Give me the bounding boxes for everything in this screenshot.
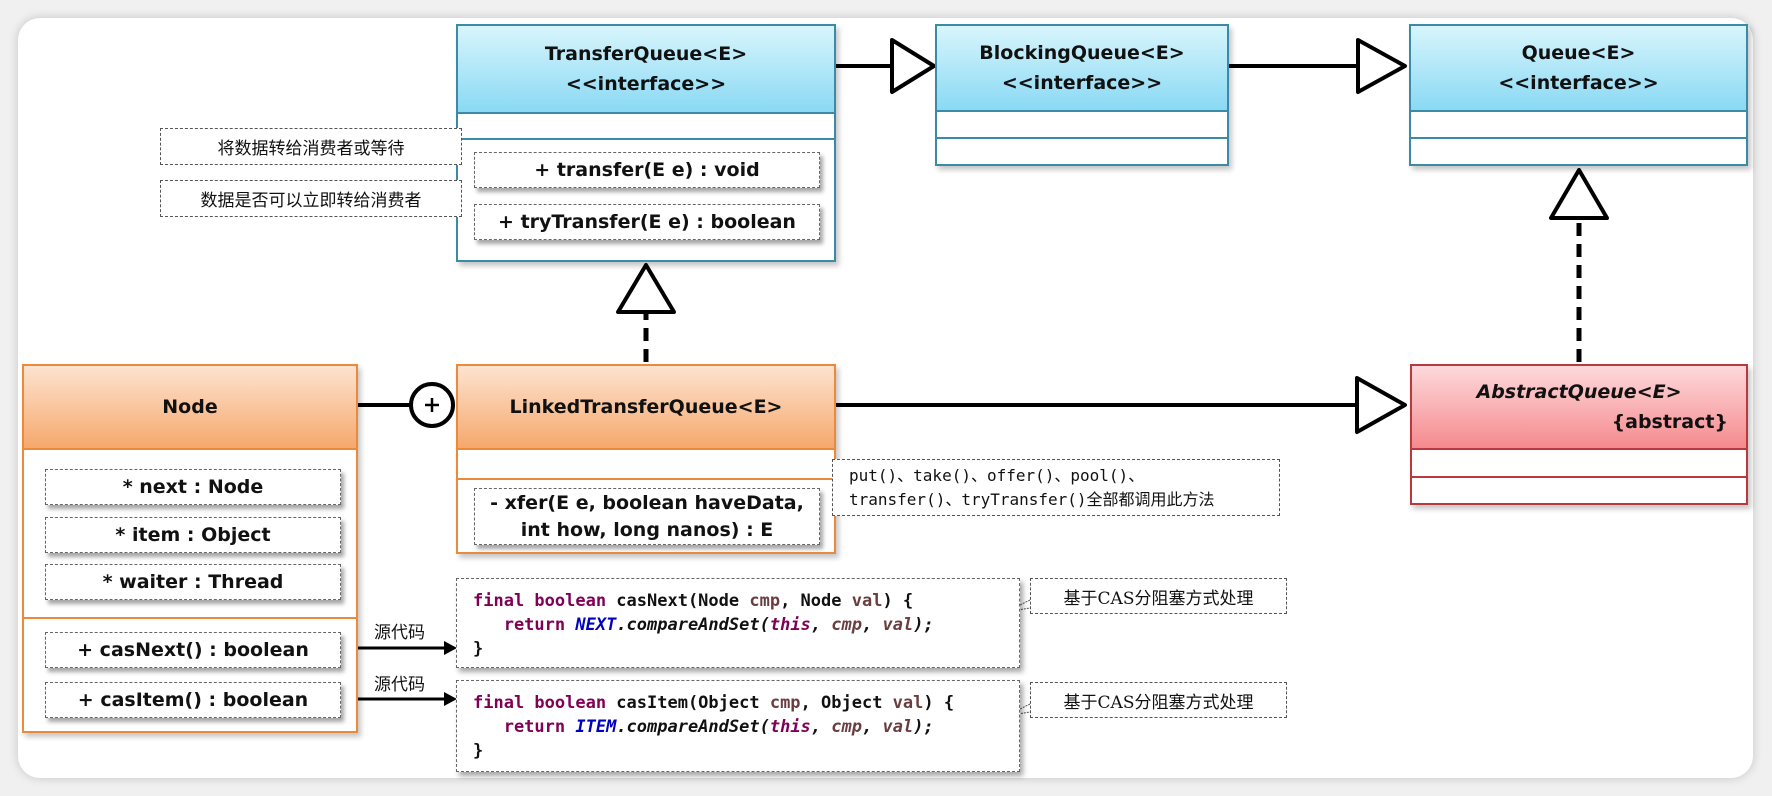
class-stereotype: {abstract} (1611, 411, 1728, 433)
code-this: this (769, 717, 811, 737)
note-xfer-line2: transfer()、tryTransfer()全部都调用此方法 (849, 489, 1215, 509)
note-transfer: 将数据转给消费者或等待 (160, 128, 462, 165)
note-cas-item: 基于CAS分阻塞方式处理 (1030, 682, 1287, 718)
code-var: cmp (769, 693, 801, 713)
class-name: TransferQueue<E> (544, 43, 748, 65)
attribute-next[interactable]: * next : Node (45, 469, 341, 505)
code-keyword: return (473, 717, 576, 737)
class-linked-transfer-queue[interactable]: LinkedTransferQueue<E> - xfer(E e, boole… (456, 364, 836, 554)
compartment-divider (937, 137, 1227, 139)
code-var: val (882, 615, 914, 635)
class-name: Node (162, 396, 218, 418)
class-transfer-queue[interactable]: TransferQueue<E> <<interface>> + transfe… (456, 24, 836, 262)
method-cas-next[interactable]: + casNext() : boolean (45, 632, 341, 668)
code-keyword: final boolean (473, 693, 607, 713)
code-text: ) { (882, 591, 914, 611)
note-xfer-line1: put()、take()、offer()、pool()、 (849, 465, 1145, 485)
code-text: ); (913, 717, 934, 737)
source-code-label-cas-next[interactable]: 源代码 (374, 623, 425, 643)
class-name: LinkedTransferQueue<E> (509, 396, 783, 418)
code-var: val (882, 717, 914, 737)
method-cas-item[interactable]: + casItem() : boolean (45, 682, 341, 718)
class-stereotype: <<interface>> (1001, 72, 1163, 94)
class-name: BlockingQueue<E> (979, 42, 1185, 64)
code-text: ) { (923, 693, 955, 713)
code-text: ); (913, 615, 934, 635)
compartment-divider (458, 138, 834, 140)
class-stereotype: <<interface>> (565, 73, 727, 95)
class-stereotype: <<interface>> (1498, 72, 1659, 94)
code-text: , (810, 717, 832, 737)
code-close: } (473, 639, 484, 659)
class-name: Queue<E> (1521, 42, 1636, 64)
source-code-label-cas-item[interactable]: 源代码 (374, 675, 425, 695)
method-xfer-line1: - xfer(E e, boolean haveData, (490, 491, 804, 514)
method-transfer[interactable]: + transfer(E e) : void (474, 152, 820, 188)
code-text: , (810, 615, 832, 635)
class-header: AbstractQueue<E> {abstract} (1412, 366, 1746, 450)
compartment-divider (1412, 476, 1746, 478)
code-var: cmp (749, 591, 781, 611)
code-call: .compareAndSet( (616, 717, 770, 737)
class-blocking-queue[interactable]: BlockingQueue<E> <<interface>> (935, 24, 1229, 166)
code-close: } (473, 741, 484, 761)
code-var: val (892, 693, 924, 713)
compartment-divider (24, 617, 356, 619)
code-var: val (851, 591, 883, 611)
class-header: TransferQueue<E> <<interface>> (458, 26, 834, 114)
code-constant: ITEM (575, 717, 617, 737)
code-keyword: return (473, 615, 576, 635)
attribute-item[interactable]: * item : Object (45, 517, 341, 553)
class-header: Node (24, 366, 356, 450)
class-queue[interactable]: Queue<E> <<interface>> (1409, 24, 1748, 166)
code-block-cas-next: final boolean casNext(Node cmp, Node val… (456, 578, 1020, 668)
code-block-cas-item: final boolean casItem(Object cmp, Object… (456, 680, 1020, 772)
note-xfer: put()、take()、offer()、pool()、 transfer()、… (832, 459, 1280, 516)
class-header: Queue<E> <<interface>> (1411, 26, 1746, 112)
attribute-waiter[interactable]: * waiter : Thread (45, 564, 341, 600)
class-header: LinkedTransferQueue<E> (458, 366, 834, 450)
class-node[interactable]: Node * next : Node * item : Object * wai… (22, 364, 358, 733)
code-signature: casItem(Object (606, 693, 770, 713)
code-var: cmp (831, 717, 862, 737)
code-text: , (862, 717, 883, 737)
note-cas-next: 基于CAS分阻塞方式处理 (1030, 578, 1287, 614)
code-call: .compareAndSet( (616, 615, 770, 635)
method-try-transfer[interactable]: + tryTransfer(E e) : boolean (474, 204, 820, 240)
code-signature: casNext(Node (606, 591, 750, 611)
code-text: , (862, 615, 883, 635)
method-xfer[interactable]: - xfer(E e, boolean haveData, int how, l… (474, 488, 820, 545)
code-constant: NEXT (575, 615, 617, 635)
code-this: this (769, 615, 811, 635)
class-header: BlockingQueue<E> <<interface>> (937, 26, 1227, 112)
class-abstract-queue[interactable]: AbstractQueue<E> {abstract} (1410, 364, 1748, 505)
note-try-transfer: 数据是否可以立即转给消费者 (160, 180, 462, 217)
code-var: cmp (831, 615, 862, 635)
code-keyword: final boolean (473, 591, 607, 611)
compartment-divider (458, 478, 834, 480)
code-text: , Node (780, 591, 852, 611)
code-text: , Object (800, 693, 893, 713)
class-name: AbstractQueue<E> (1476, 381, 1682, 403)
compartment-divider (1411, 137, 1746, 139)
method-xfer-line2: int how, long nanos) : E (520, 518, 774, 541)
